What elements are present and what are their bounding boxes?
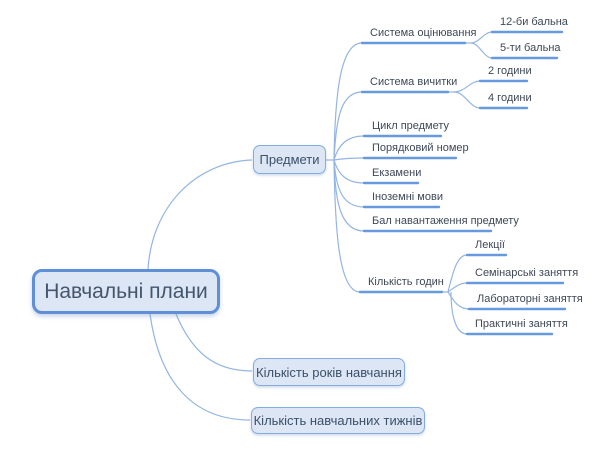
- edge-sys-vych-hours-2: [453, 80, 481, 93]
- edge-hours-count-seminars: [447, 282, 468, 293]
- node-foreign[interactable]: Іноземні мови: [372, 191, 443, 203]
- edge-predmety-foreign: [333, 159, 365, 208]
- node-order-num[interactable]: Порядковий номер: [372, 142, 469, 154]
- node-root[interactable]: Навчальні плани: [32, 269, 220, 314]
- edge-sys-vych-hours-4: [453, 91, 481, 109]
- node-sys-ocin[interactable]: Система оцінювання: [370, 27, 477, 39]
- edge-hours-count-practice: [450, 291, 468, 335]
- node-scale-5[interactable]: 5-ти бальна: [500, 42, 561, 54]
- node-root-label: Навчальні плани: [44, 279, 208, 303]
- edge-predmety-order-num: [333, 157, 365, 161]
- edge-hours-count-labs: [447, 291, 470, 310]
- node-hours-4[interactable]: 4 години: [488, 92, 532, 104]
- node-years[interactable]: Кількість років навчання: [253, 358, 405, 386]
- node-weeks[interactable]: Кількість навчальних тижнів: [251, 407, 425, 434]
- edge-sys-ocin-scale-12: [470, 31, 493, 44]
- edge-root-years: [175, 313, 253, 372]
- node-hours-count[interactable]: Кількість годин: [368, 276, 444, 288]
- node-seminars[interactable]: Семінарські заняття: [475, 267, 579, 279]
- edge-predmety-sys-vych: [333, 91, 363, 161]
- node-sys-vych[interactable]: Система вичитки: [370, 76, 458, 88]
- node-load-score[interactable]: Бал навантаження предмету: [372, 215, 519, 227]
- node-lectures[interactable]: Лекції: [475, 239, 505, 251]
- edge-sys-ocin-scale-5: [470, 42, 493, 59]
- edge-hours-count-lectures: [447, 254, 468, 293]
- edge-predmety-cycle: [333, 135, 365, 161]
- node-scale-12[interactable]: 12-би бальна: [500, 16, 568, 28]
- edge-root-predmety: [147, 159, 253, 270]
- node-practice[interactable]: Практичні заняття: [475, 318, 568, 330]
- node-years-label: Кількість років навчання: [256, 364, 402, 380]
- edge-root-weeks: [149, 313, 251, 421]
- node-predmety[interactable]: Предмети: [253, 145, 326, 174]
- node-labs[interactable]: Лабораторні заняття: [477, 293, 583, 305]
- node-hours-2[interactable]: 2 години: [488, 65, 532, 77]
- edge-predmety-hours-count: [333, 159, 361, 293]
- node-weeks-label: Кількість навчальних тижнів: [253, 413, 423, 428]
- node-exams[interactable]: Екзамени: [372, 167, 422, 179]
- node-predmety-label: Предмети: [259, 152, 320, 167]
- edge-predmety-exams: [333, 159, 365, 184]
- edge-predmety-sys-ocin: [333, 42, 363, 161]
- node-cycle[interactable]: Цикл предмету: [372, 120, 450, 132]
